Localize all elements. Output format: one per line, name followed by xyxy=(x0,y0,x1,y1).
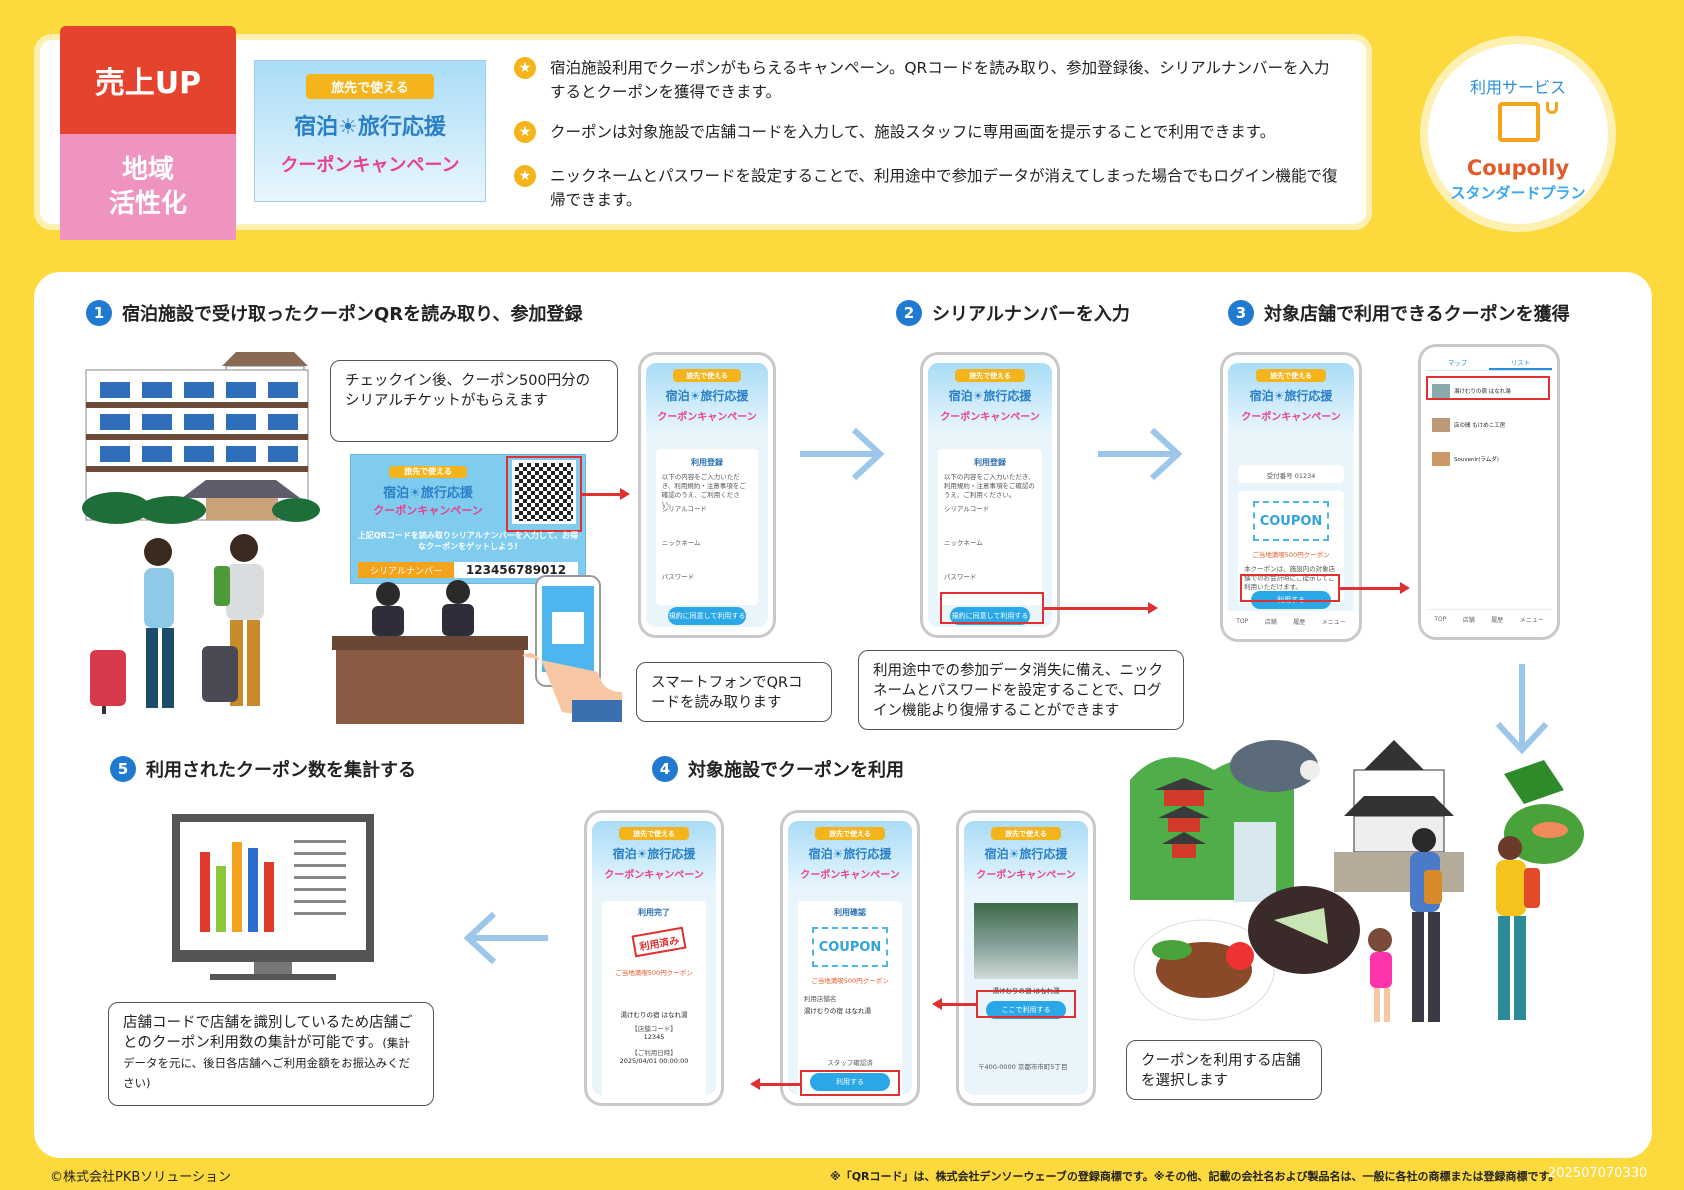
tab-list[interactable]: リスト xyxy=(1489,355,1552,370)
serial-label: シリアルナンバー xyxy=(358,562,454,578)
bullet-2: ★ クーポンは対象施設で店舗コードを入力して、施設スタッフに専用画面を提示すること… xyxy=(514,120,1344,144)
bubble-aggregate: 店舗コードで店舗を識別しているため店舗ごとのクーポン利用数の集計が可能です。(集… xyxy=(108,1002,434,1106)
shop-item-3[interactable]: Souvenir(ラムダ) xyxy=(1432,449,1546,469)
use-button-highlight xyxy=(800,1070,900,1096)
tab-top[interactable]: TOP xyxy=(1236,617,1249,625)
used-stamp: 利用済み xyxy=(631,926,687,958)
bullet-1-text: 宿泊施設利用でクーポンがもらえるキャンペーン。QRコードを読み取り、参加登録後、… xyxy=(550,59,1330,101)
banner-top: 旅先で使える xyxy=(305,73,435,99)
use-button[interactable]: 利用する xyxy=(810,1073,890,1091)
bubble-scan: スマートフォンでQRコードを読み取ります xyxy=(636,662,832,722)
onsen-photo xyxy=(973,903,1079,979)
service-logo: Coupolly xyxy=(1466,156,1570,180)
shop-item-1[interactable]: 湯けむりの宿 はなれ湯 xyxy=(1432,381,1546,401)
hand-phone-illustration xyxy=(522,575,622,722)
agree-connector xyxy=(1044,607,1150,610)
get-coupon-connector xyxy=(1340,587,1402,590)
qr-highlight xyxy=(506,456,582,532)
agree-button-1[interactable]: 規約に同意して利用する xyxy=(667,607,747,625)
bullet-2-text: クーポンは対象施設で店舗コードを入力して、施設スタッフに専用画面を提示することで… xyxy=(550,123,1276,141)
tag-regional-line2: 活性化 xyxy=(108,189,187,219)
bullet-3: ★ ニックネームとパスワードを設定することで、利用途中で参加データが消えてしまった… xyxy=(514,164,1344,212)
service-label: 利用サービス xyxy=(1469,78,1566,97)
agree-highlight xyxy=(940,592,1044,624)
serial-field: 受付番号 01234 xyxy=(1238,465,1344,483)
bullet-1: ★ 宿泊施設利用でクーポンがもらえるキャンペーン。QRコードを読み取り、参加登録後… xyxy=(514,56,1344,104)
tab-map[interactable]: マップ xyxy=(1447,359,1468,367)
use-button-connector xyxy=(760,1083,800,1086)
arrow-left-icon xyxy=(750,1078,760,1090)
serial-value: 123456789012 xyxy=(454,562,578,578)
arrow-right-icon xyxy=(1148,602,1158,614)
qr-connector xyxy=(582,493,622,496)
coupon-ticket: COUPON xyxy=(1252,501,1330,541)
staff-check[interactable]: スタッフ確認済 xyxy=(827,1059,873,1067)
bubble-checkin: チェックイン後、クーポン500円分のシリアルチケットがもらえます xyxy=(330,360,618,442)
phone-shop-detail: 旅先で使える 宿泊☀旅行応援 クーポンキャンペーン 湯けむりの宿 はなれ湯 ここ… xyxy=(956,810,1096,1106)
campaign-banner: 旅先で使える 宿泊☀旅行応援 クーポンキャンペーン xyxy=(254,60,486,202)
service-plan: スタンダードプラン xyxy=(1450,184,1586,202)
arrow-left-icon xyxy=(932,998,942,1010)
use-here-button[interactable]: ここで利用する xyxy=(986,1001,1066,1019)
star-icon: ★ xyxy=(514,57,536,79)
phone-shop-list: マップ リスト 湯けむりの宿 はなれ湯 店の間 もけめこ工房 Souvenir(… xyxy=(1418,344,1560,640)
tab-history[interactable]: 履歴 xyxy=(1293,618,1306,626)
arrow-right-icon xyxy=(620,488,630,500)
bubble-restore: 利用途中での参加データ消失に備え、ニックネームとパスワードを設定することで、ログ… xyxy=(858,650,1184,730)
region-illustration xyxy=(1130,740,1584,1022)
banner-line1: 宿泊☀旅行応援 xyxy=(294,114,446,140)
bubble-select: クーポンを利用する店舗を選択します xyxy=(1126,1040,1322,1100)
get-coupon-highlight xyxy=(1240,574,1340,602)
shop-item-2[interactable]: 店の間 もけめこ工房 xyxy=(1432,415,1546,435)
tab-shop[interactable]: 店舗 xyxy=(1264,618,1277,626)
phone-register-1: 旅先で使える 宿泊☀旅行応援 クーポンキャンペーン 利用登録 以下の内容をご入力… xyxy=(638,352,776,638)
hotel-illustration xyxy=(82,352,320,524)
use-here-highlight xyxy=(976,990,1076,1018)
tab-menu[interactable]: メニュー xyxy=(1321,618,1346,626)
trademark-note: ※「QRコード」は、株式会社デンソーウェーブの登録商標です。※その他、記載の会社… xyxy=(830,1170,1560,1183)
star-icon: ★ xyxy=(514,165,536,187)
flow-arrow-left-icon xyxy=(463,911,548,965)
shop-item-highlight xyxy=(1426,376,1550,400)
arrow-right-icon xyxy=(1400,582,1410,594)
poster-caption: 上記QRコードを読み取りシリアルナンバーを入力して、お得なクーポンをゲットしよう… xyxy=(357,531,579,551)
phone-coupon: 旅先で使える 宿泊☀旅行応援 クーポンキャンペーン 受付番号 01234 COU… xyxy=(1220,352,1362,642)
bottom-tabs: TOP 店舗 履歴 メニュー xyxy=(1228,611,1354,631)
tag-regional-line1: 地域 xyxy=(121,155,174,185)
service-badge: 利用サービス Coupolly スタンダードプラン xyxy=(1420,36,1616,232)
star-icon: ★ xyxy=(514,121,536,143)
flow-arrow-right-icon xyxy=(800,427,885,481)
smile-icon xyxy=(1546,102,1558,114)
flow-arrow-right-icon xyxy=(1098,427,1183,481)
copyright: ©株式会社PKBソリューション xyxy=(50,1170,232,1185)
bullet-3-text: ニックネームとパスワードを設定することで、利用途中で参加データが消えてしまった場… xyxy=(550,167,1338,209)
monitor-illustration xyxy=(172,814,374,980)
banner-line2: クーポンキャンペーン xyxy=(280,154,460,176)
phone-use-complete: 旅先で使える 宿泊☀旅行応援 クーポンキャンペーン 利用完了 利用済み ご当地満… xyxy=(584,810,724,1106)
agree-button-2[interactable]: 規約に同意して利用する xyxy=(950,607,1030,625)
reception-illustration xyxy=(332,580,528,724)
travelers-illustration xyxy=(90,534,264,714)
tag-regional: 地域活性化 xyxy=(60,134,236,240)
poster-qr xyxy=(512,460,576,524)
use-here-connector xyxy=(942,1003,976,1006)
document-code: 202507070330 xyxy=(1548,1166,1648,1181)
flow-arrow-down-icon xyxy=(1495,664,1549,755)
phone-use-confirm: 旅先で使える 宿泊☀旅行応援 クーポンキャンペーン 利用確認 COUPON ご当… xyxy=(780,810,920,1106)
aggregate-text: 店舗コードで店舗を識別しているため店舗ごとのクーポン利用数の集計が可能です。 xyxy=(123,1015,413,1051)
phone-register-2: 旅先で使える 宿泊☀旅行応援 クーポンキャンペーン 利用登録 以下の内容をご入力… xyxy=(920,352,1060,638)
ticket-icon xyxy=(1498,102,1540,142)
tag-sales-up: 売上UP xyxy=(60,26,236,134)
aggregate-note: (集計データを元に、後日各店舗へご利用金額をお振込みください) xyxy=(123,1036,411,1090)
poster-banner: 旅先で使える 宿泊☀旅行応援 クーポンキャンペーン xyxy=(373,465,483,518)
